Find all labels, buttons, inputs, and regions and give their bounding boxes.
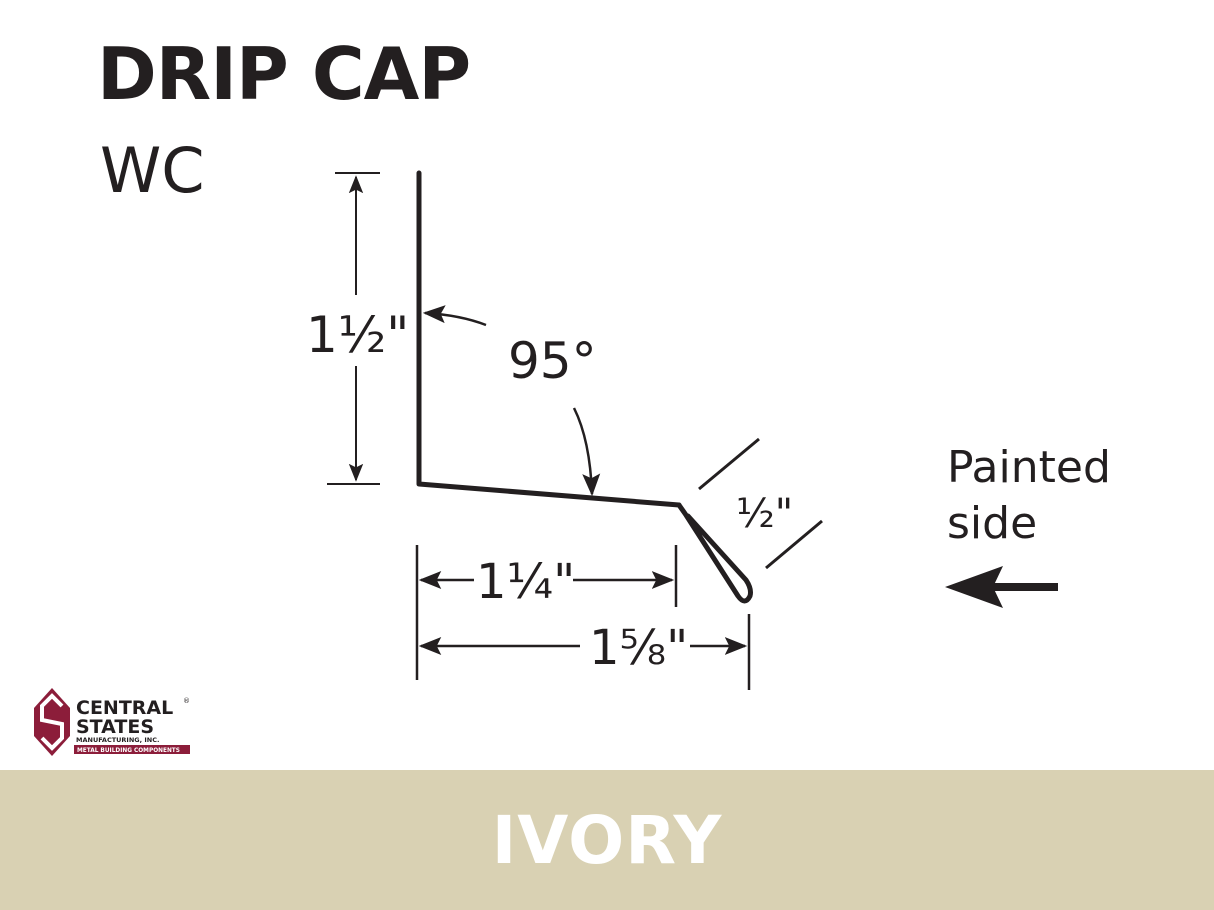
drip-edge-dimension bbox=[698, 437, 823, 570]
inner-width-label: 1¼" bbox=[476, 554, 575, 610]
product-code: WC bbox=[100, 134, 205, 207]
product-title: DRIP CAP bbox=[97, 32, 471, 116]
outer-width-label: 1⅝" bbox=[589, 620, 688, 676]
arrow-left-icon bbox=[945, 566, 1058, 608]
inner-width-dimension bbox=[415, 545, 678, 680]
height-dimension bbox=[327, 172, 380, 485]
logo-registered: ® bbox=[183, 697, 190, 705]
logo-line2: STATES bbox=[76, 716, 154, 738]
painted-side-line2: side bbox=[947, 498, 1038, 549]
logo-tagline: METAL BUILDING COMPONENTS bbox=[77, 748, 180, 754]
outer-width-dimension bbox=[418, 614, 751, 690]
drip-cap-profile bbox=[416, 170, 753, 604]
profile-diagram: 1½" 95° ½" 1¼" 1⅝" bbox=[306, 170, 1058, 690]
central-states-logo: CENTRAL ® STATES MANUFACTURING, INC. MET… bbox=[34, 688, 190, 756]
logo-emblem-icon bbox=[34, 688, 70, 756]
angle-label: 95° bbox=[508, 332, 597, 390]
angle-annotation bbox=[422, 305, 601, 497]
painted-side-line1: Painted bbox=[947, 442, 1111, 493]
height-label: 1½" bbox=[306, 306, 409, 364]
drip-edge-label: ½" bbox=[736, 491, 793, 537]
logo-line1: CENTRAL bbox=[76, 697, 173, 719]
color-swatch-footer: IVORY bbox=[0, 770, 1214, 910]
color-name-label: IVORY bbox=[491, 801, 723, 879]
logo-line3: MANUFACTURING, INC. bbox=[76, 736, 159, 744]
painted-side-note: Painted side bbox=[947, 440, 1111, 552]
